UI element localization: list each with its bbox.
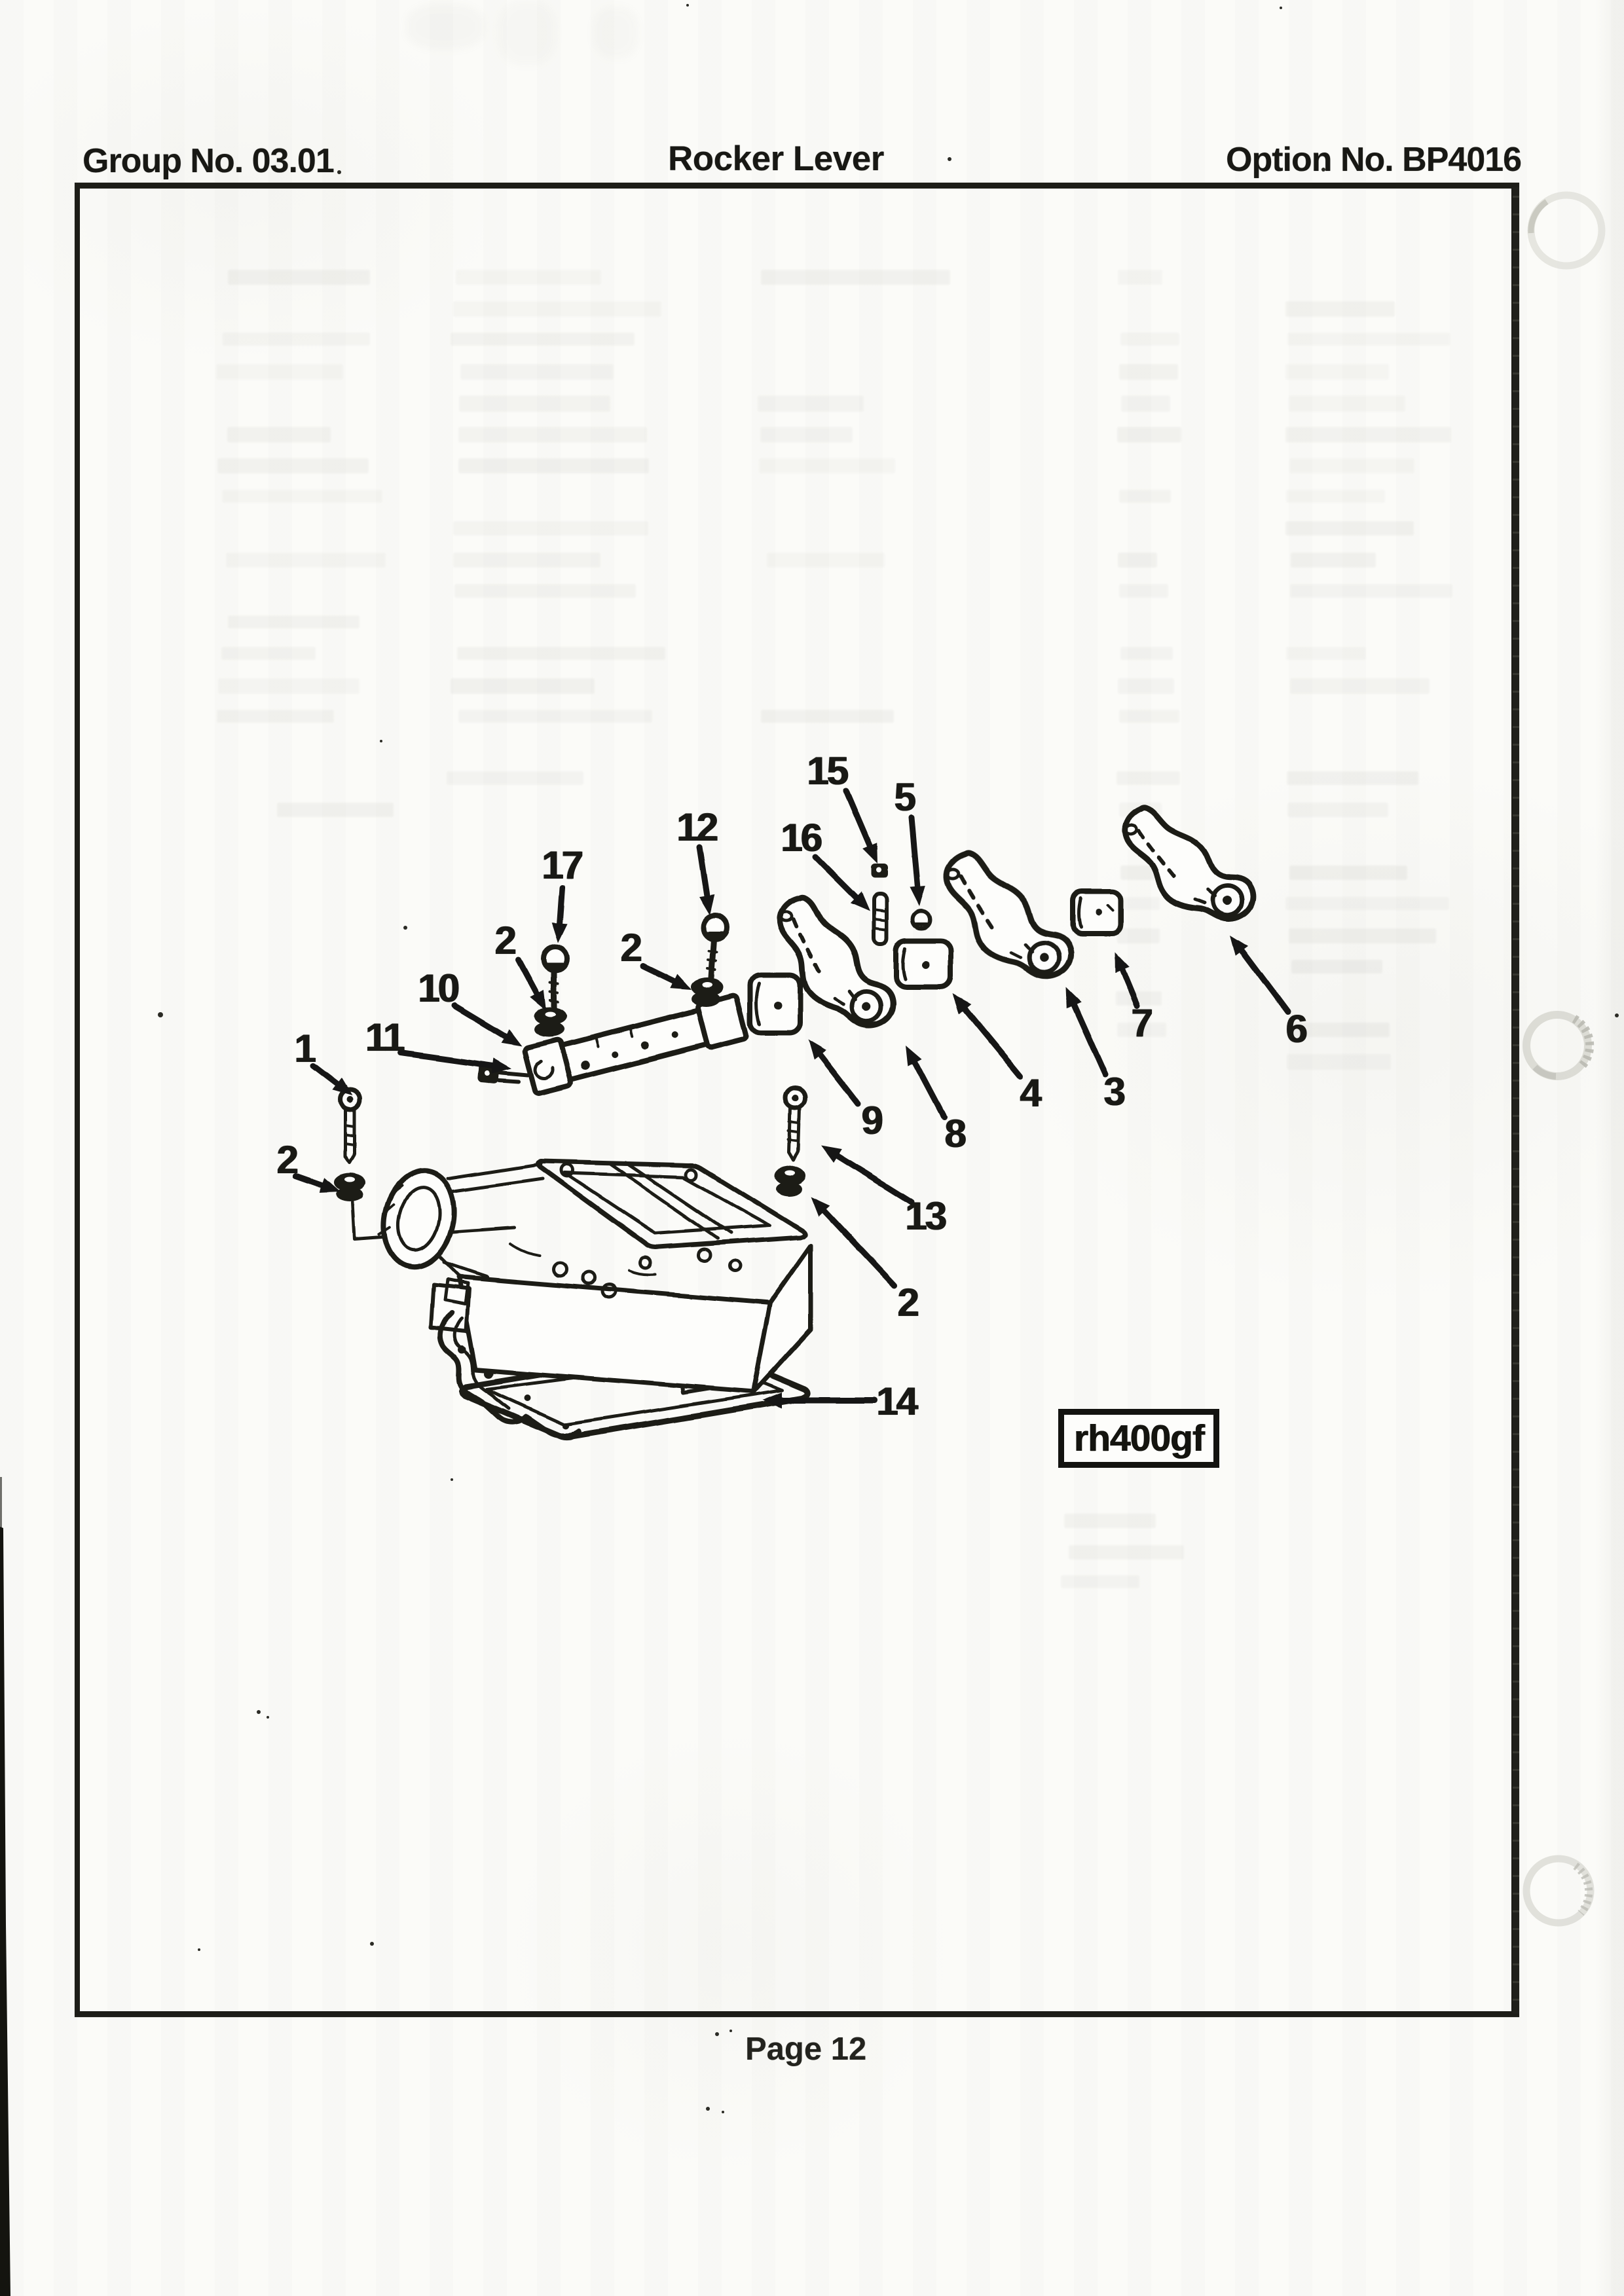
rocker-housing	[378, 1159, 813, 1439]
group-number: Group No. 03.01	[83, 142, 335, 180]
scan-speck	[451, 1478, 453, 1481]
scan-speck	[1615, 1013, 1619, 1017]
scan-speck	[257, 1710, 261, 1714]
bolt-13-part	[774, 1085, 807, 1196]
scan-speck	[948, 157, 951, 161]
option-number: Option No. BP4016	[1226, 141, 1522, 179]
small-parts	[871, 864, 932, 946]
scan-speck	[403, 926, 407, 930]
bushing-4	[893, 938, 953, 990]
scan-speck	[337, 170, 341, 174]
bolt-17-stack	[534, 944, 570, 1037]
scan-speck	[158, 1012, 163, 1017]
figure-ref-box: rh400gf	[1058, 1409, 1219, 1468]
scan-speck	[198, 1948, 200, 1951]
rocker-lever-3	[1122, 793, 1256, 933]
axis-line	[350, 1200, 517, 1241]
scan-speck	[706, 2107, 710, 2111]
scan-speck	[380, 740, 382, 742]
binder-hole-marks	[1522, 191, 1606, 1927]
rocker-lever-2	[946, 848, 1072, 981]
housing-flange	[437, 1311, 581, 1439]
scan-speck	[1280, 7, 1282, 9]
scan-speck	[729, 2030, 732, 2032]
scan-speck	[715, 2032, 719, 2036]
cover-gasket-ring	[535, 1159, 807, 1250]
rocker-shaft-bar	[522, 993, 749, 1096]
page-number: Page 12	[745, 2032, 867, 2067]
bolt-12-stack	[691, 913, 729, 1007]
scan-speck	[267, 1716, 269, 1719]
figure-ref-code: rh400gf	[1073, 1417, 1205, 1459]
scan-speck	[686, 4, 689, 7]
bushing-9	[748, 972, 803, 1035]
scan-speck	[1321, 168, 1325, 172]
scan-edge-artifact	[0, 1477, 10, 2296]
callout-arrows	[293, 788, 1291, 1408]
page-title: Rocker Lever	[668, 139, 884, 178]
bushing-7	[1070, 889, 1124, 936]
bolt-1-part	[334, 1087, 365, 1201]
scan-speck	[370, 1942, 374, 1946]
scan-speck	[722, 2111, 724, 2113]
